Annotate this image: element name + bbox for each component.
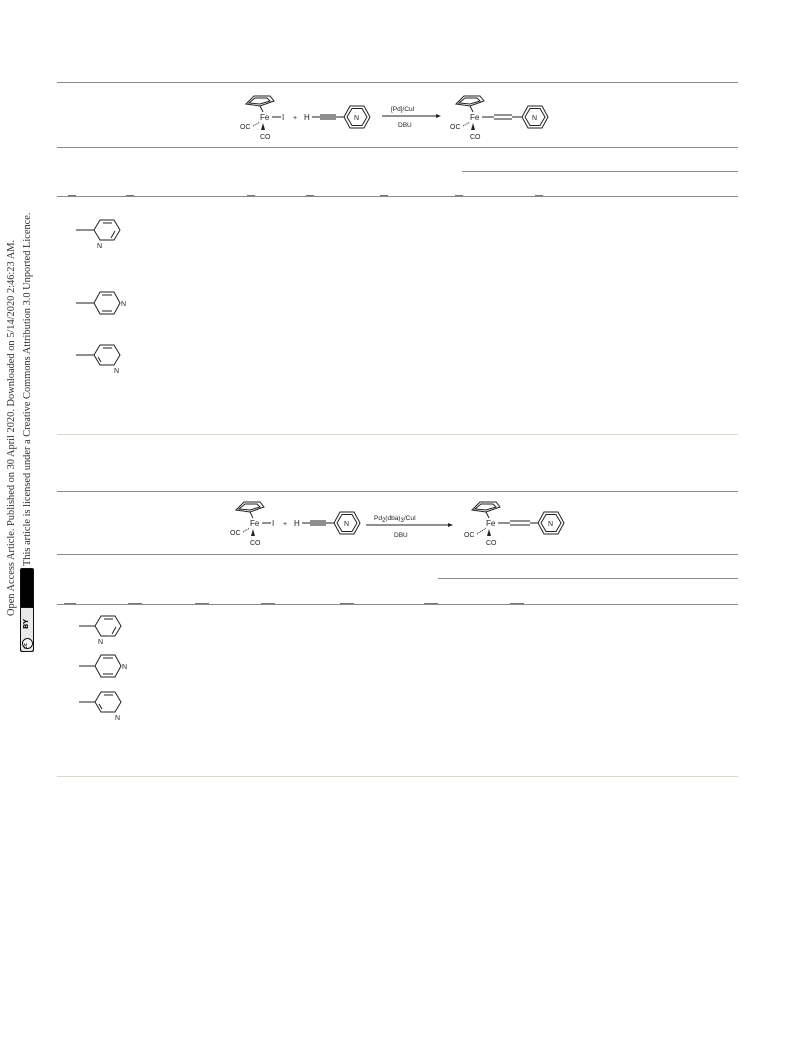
table1-reaction-scheme: Fe I OC CO + H N [Pd]/CuI DBU Fe (236, 92, 566, 144)
svg-text:N: N (114, 368, 119, 375)
svg-text:N: N (115, 715, 120, 722)
svg-text:CO: CO (250, 540, 261, 547)
svg-text:OC: OC (450, 124, 461, 131)
svg-text:OC: OC (230, 530, 241, 537)
table2-bottom-rule (57, 776, 738, 777)
catalyst-label: [Pd]/CuI (391, 106, 415, 113)
fe-atom: Fe (260, 113, 270, 122)
table1-column-rule (57, 196, 738, 197)
svg-text:I: I (282, 113, 284, 122)
base-label: DBU (398, 122, 412, 129)
table1-span-rule (462, 171, 738, 172)
table2-span-rule (438, 578, 738, 579)
svg-text:N: N (97, 243, 102, 250)
svg-text:CO: CO (486, 540, 497, 547)
table1-top-rule (57, 82, 738, 83)
svg-text:+: + (283, 521, 287, 528)
svg-text:OC: OC (240, 124, 251, 131)
cc-by-label: BY (22, 618, 30, 629)
licence-sidebar: Open Access Article. Published on 30 Apr… (0, 0, 46, 1039)
table1-row-3-pyridyl: N (76, 343, 128, 380)
table1-header-rule (57, 147, 738, 148)
svg-text:OC: OC (464, 532, 475, 539)
svg-text:N: N (344, 521, 349, 528)
table1-bottom-rule (57, 434, 738, 435)
pyridine-ring-icon (343, 105, 371, 129)
open-access-notice: Open Access Article. Published on 30 Apr… (6, 239, 17, 616)
svg-text:+: + (293, 115, 297, 122)
svg-text:N: N (98, 639, 103, 646)
svg-text:N: N (121, 301, 126, 308)
table2-top-rule (57, 491, 738, 492)
svg-text:N: N (354, 115, 359, 122)
cp-ring-icon (244, 95, 275, 113)
table2-row-2-pyridyl: N (79, 614, 131, 651)
table2-header-rule (57, 554, 738, 555)
catalyst-label-2: Pd2(dba)3/CuI (374, 515, 416, 524)
svg-text:Fe: Fe (486, 519, 496, 528)
cc-by-badge[interactable]: BY cc (20, 568, 34, 652)
svg-text:Fe: Fe (470, 113, 480, 122)
table2-row-4-pyridyl: N (79, 653, 135, 688)
svg-text:Fe: Fe (250, 519, 260, 528)
svg-text:N: N (532, 115, 537, 122)
svg-text:H: H (294, 519, 300, 528)
table2-reaction-scheme: Fe I OC CO + H N Pd2(dba)3/CuI DBU Fe (226, 498, 576, 550)
svg-text:N: N (548, 521, 553, 528)
svg-text:I: I (272, 519, 274, 528)
cc-logo-icon (22, 638, 33, 649)
cc-logo-text: cc (23, 643, 29, 649)
table1-row-2-pyridyl: N (76, 218, 128, 255)
base-label-2: DBU (394, 532, 408, 539)
licence-notice[interactable]: This article is licensed under a Creativ… (22, 212, 33, 566)
svg-text:N: N (122, 664, 127, 671)
table1-row-4-pyridyl: N (76, 290, 132, 325)
table2-column-rule (57, 604, 738, 605)
table2-row-3-pyridyl: N (79, 690, 131, 729)
svg-text:CO: CO (260, 134, 271, 141)
svg-text:CO: CO (470, 134, 481, 141)
svg-text:H: H (304, 113, 310, 122)
